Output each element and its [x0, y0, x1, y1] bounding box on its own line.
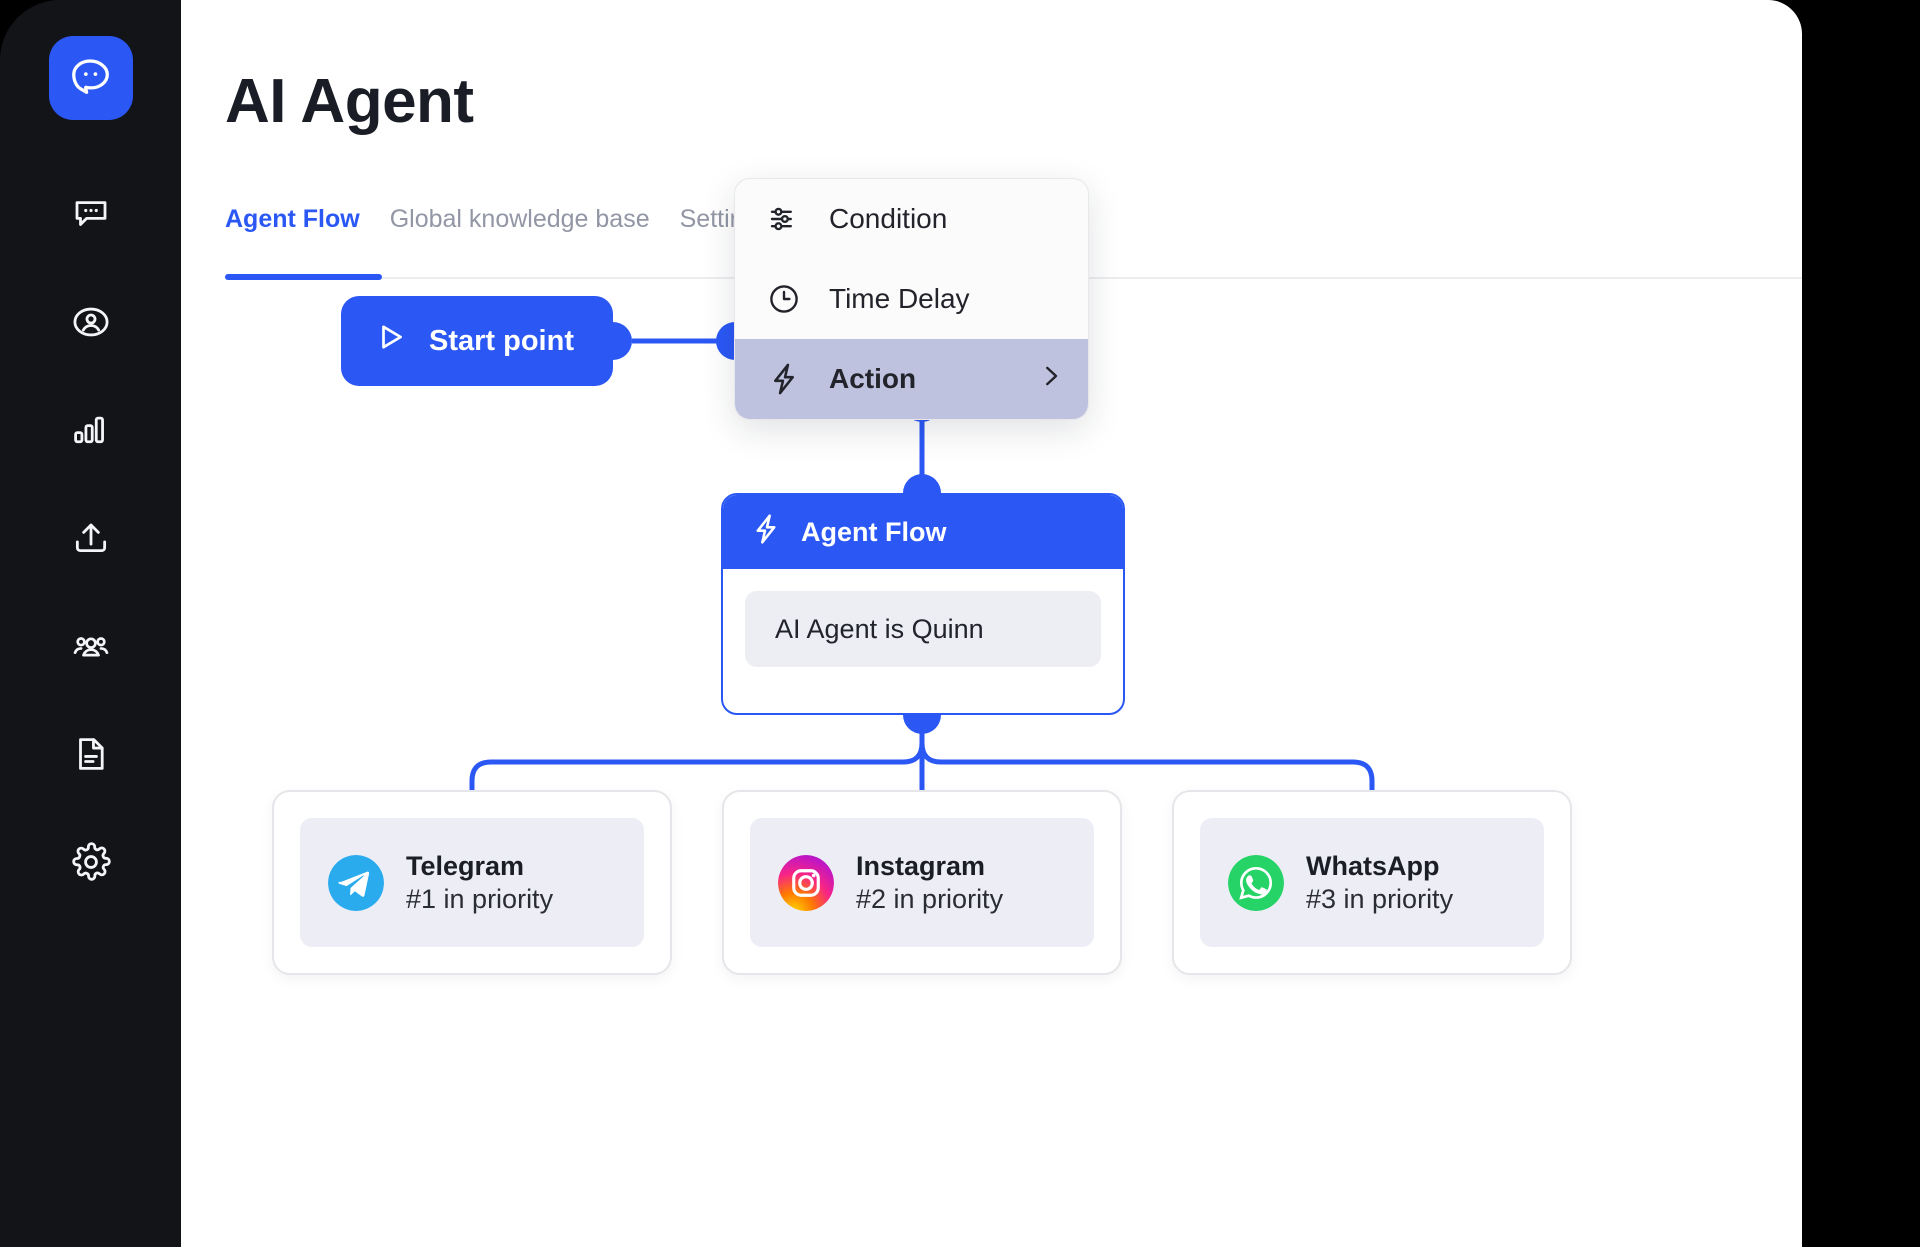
page-title: AI Agent — [225, 67, 474, 136]
sidebar-item-documents[interactable] — [61, 732, 121, 776]
menu-item-action-label: Action — [829, 363, 917, 394]
card-whatsapp[interactable]: WhatsApp #3 in priority — [1172, 790, 1572, 975]
team-icon — [70, 625, 112, 667]
document-icon — [70, 733, 112, 775]
clock-icon — [765, 280, 803, 318]
card-telegram-inner: Telegram #1 in priority — [300, 818, 644, 947]
sidebar-item-chats[interactable] — [61, 192, 121, 236]
lightning-icon — [749, 512, 783, 553]
whatsapp-icon — [1228, 854, 1284, 911]
card-instagram-text: Instagram #2 in priority — [856, 851, 1003, 915]
tab-agent-flow[interactable]: Agent Flow — [225, 205, 360, 233]
node-agent-header: Agent Flow — [723, 495, 1123, 569]
menu-item-condition-label: Condition — [829, 203, 948, 234]
sliders-icon — [765, 200, 803, 238]
play-icon — [373, 319, 409, 363]
menu-item-time-delay[interactable]: Time Delay — [735, 259, 1088, 339]
app-logo[interactable] — [48, 36, 133, 120]
node-start-label: Start point — [429, 324, 574, 357]
card-whatsapp-inner: WhatsApp #3 in priority — [1200, 818, 1544, 947]
card-telegram[interactable]: Telegram #1 in priority — [272, 790, 672, 975]
main-panel: AI Agent Agent Flow Global knowledge bas… — [181, 0, 1802, 1247]
node-agent-flow[interactable]: Agent Flow AI Agent is Quinn — [721, 493, 1125, 715]
agent-output-handle[interactable] — [903, 715, 941, 734]
card-whatsapp-priority: #3 in priority — [1306, 883, 1454, 914]
menu-input-handle[interactable] — [716, 322, 735, 360]
card-instagram-inner: Instagram #2 in priority — [750, 818, 1094, 947]
node-agent-body: AI Agent is Quinn — [723, 569, 1123, 689]
node-agent-title: Agent Flow — [801, 516, 947, 547]
sidebar-nav — [0, 192, 181, 884]
lightning-icon — [765, 360, 803, 398]
card-telegram-text: Telegram #1 in priority — [406, 851, 553, 915]
sidebar-item-broadcast[interactable] — [61, 516, 121, 560]
agent-name-field[interactable]: AI Agent is Quinn — [745, 591, 1101, 667]
flow-canvas: Start point Agent Flow AI Agent is Quinn — [181, 0, 1802, 1247]
card-instagram-name: Instagram — [856, 850, 986, 881]
start-output-handle[interactable] — [613, 322, 632, 360]
menu-item-action[interactable]: Action — [735, 339, 1088, 419]
node-start-point[interactable]: Start point — [341, 296, 632, 386]
sidebar-item-team[interactable] — [61, 624, 121, 668]
telegram-icon — [328, 854, 384, 911]
bar-chart-icon — [70, 409, 112, 451]
sidebar — [0, 0, 181, 1247]
chat-bubble-logo-icon — [68, 53, 114, 104]
chevron-right-icon — [1036, 361, 1066, 398]
card-whatsapp-name: WhatsApp — [1306, 850, 1440, 881]
chat-bubble-icon — [70, 193, 112, 235]
card-telegram-name: Telegram — [406, 850, 525, 881]
upload-icon — [70, 517, 112, 559]
tab-active-underline — [225, 274, 382, 280]
menu-item-time-delay-label: Time Delay — [829, 283, 970, 314]
card-whatsapp-text: WhatsApp #3 in priority — [1306, 851, 1453, 915]
node-type-menu: Condition Time Delay — [734, 178, 1089, 420]
agent-input-handle[interactable] — [903, 474, 941, 493]
menu-item-condition[interactable]: Condition — [735, 179, 1088, 259]
card-instagram[interactable]: Instagram #2 in priority — [722, 790, 1122, 975]
sidebar-item-contacts[interactable] — [61, 300, 121, 344]
gear-icon — [70, 841, 112, 883]
card-telegram-priority: #1 in priority — [406, 883, 554, 914]
card-instagram-priority: #2 in priority — [856, 883, 1004, 914]
user-circle-icon — [70, 301, 112, 343]
sidebar-item-analytics[interactable] — [61, 408, 121, 452]
tab-global-knowledge-base[interactable]: Global knowledge base — [389, 205, 650, 233]
sidebar-item-settings[interactable] — [61, 840, 121, 884]
instagram-icon — [778, 854, 834, 911]
